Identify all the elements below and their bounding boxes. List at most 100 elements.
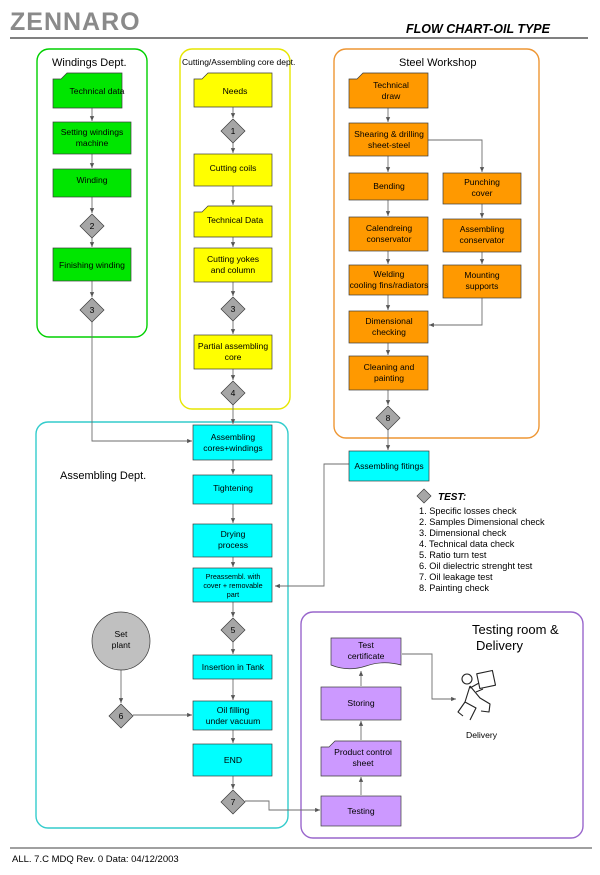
step-label: Testing bbox=[347, 806, 374, 816]
legend-item: 1. Specific losses check bbox=[419, 506, 517, 516]
step-label: painting bbox=[374, 373, 404, 383]
step-product-control-sheet bbox=[320, 740, 402, 777]
step-label: Cutting yokes bbox=[207, 254, 259, 264]
step-label: Drying bbox=[221, 529, 246, 539]
step-label: certificate bbox=[348, 651, 385, 661]
legend-item: 4. Technical data check bbox=[419, 539, 515, 549]
step-label: checking bbox=[372, 327, 406, 337]
step-technical-data-windings bbox=[52, 72, 123, 109]
check-4-label: 4 bbox=[231, 388, 236, 398]
step-label: Winding bbox=[76, 175, 107, 185]
step-label: Shearing & drilling bbox=[354, 129, 424, 139]
step-cutting-yokes-and-column bbox=[193, 247, 273, 283]
legend-item: 7. Oil leakage test bbox=[419, 572, 493, 582]
step-label: Calendreing bbox=[366, 223, 413, 233]
step-punching-cover bbox=[442, 172, 522, 205]
check-5-diamond bbox=[220, 617, 246, 643]
step-label: cover bbox=[471, 188, 492, 198]
step-partial-assembling-core bbox=[193, 334, 273, 370]
step-cutting-coils bbox=[193, 153, 273, 187]
step-dimensional-checking bbox=[348, 310, 429, 344]
flow-connectors bbox=[89, 107, 485, 813]
step-finishing-winding bbox=[52, 247, 132, 282]
check-7-label: 7 bbox=[231, 797, 236, 807]
step-tightening bbox=[192, 474, 273, 505]
step-shearing-drilling bbox=[348, 122, 429, 157]
legend-item: 6. Oil dielectric strenght test bbox=[419, 561, 533, 571]
step-label: END bbox=[224, 755, 242, 765]
cutting-dept-title: Cutting/Assembling core dept. bbox=[182, 57, 295, 67]
step-label: under vacuum bbox=[206, 716, 260, 726]
delivery-label: Delivery bbox=[466, 730, 498, 740]
step-label: Finishing winding bbox=[59, 260, 125, 270]
set-plant-node bbox=[91, 611, 151, 671]
step-label: Punching bbox=[464, 177, 500, 187]
check-1-label: 1 bbox=[231, 126, 236, 136]
step-label: Test bbox=[358, 640, 374, 650]
legend-item: 5. Ratio turn test bbox=[419, 550, 487, 560]
check-2-diamond bbox=[79, 213, 105, 239]
step-label: Technical data bbox=[70, 86, 125, 96]
step-mounting-supports bbox=[442, 264, 522, 299]
step-drying-process bbox=[192, 523, 273, 558]
step-label: Technical Data bbox=[207, 215, 264, 225]
check-8-label: 8 bbox=[386, 413, 391, 423]
step-label: sheet bbox=[352, 758, 374, 768]
step-label: Storing bbox=[347, 698, 374, 708]
step-technical-data-cutting bbox=[193, 205, 273, 238]
step-label: Needs bbox=[223, 86, 248, 96]
step-label: Assembling bbox=[460, 224, 505, 234]
steel-workshop-title: Steel Workshop bbox=[399, 57, 476, 69]
step-winding bbox=[52, 168, 132, 198]
step-label: Preassembl. with bbox=[206, 572, 261, 581]
steel-workshop-frame bbox=[333, 48, 540, 439]
testing-room-title-line2: Delivery bbox=[476, 638, 523, 653]
cutting-dept-frame bbox=[179, 48, 291, 410]
step-label: cooling fins/radiators bbox=[350, 280, 429, 290]
step-test-certificate bbox=[330, 637, 402, 670]
legend-check-diamond bbox=[416, 488, 432, 504]
step-oil-filling bbox=[192, 700, 273, 731]
delivery-person-icon bbox=[457, 669, 497, 721]
legend-item: 8. Painting check bbox=[419, 583, 489, 593]
step-label: and column bbox=[211, 265, 256, 275]
step-end bbox=[192, 743, 273, 777]
assembling-dept-title: Assembling Dept. bbox=[60, 470, 146, 482]
step-storing bbox=[320, 686, 402, 721]
step-label: Mounting bbox=[464, 270, 500, 280]
step-label: machine bbox=[76, 138, 109, 148]
check-4-diamond bbox=[220, 380, 246, 406]
step-label: Dimensional bbox=[365, 316, 412, 326]
check-2-label: 2 bbox=[90, 221, 95, 231]
check-8-diamond bbox=[375, 405, 401, 431]
step-label: cover + removable bbox=[203, 581, 262, 590]
assembling-dept-frame bbox=[35, 421, 289, 829]
step-label: Assembling fitings bbox=[354, 461, 423, 471]
step-label: Partial assembling bbox=[198, 341, 268, 351]
step-assembling-conservator bbox=[442, 218, 522, 253]
step-cleaning-and-painting bbox=[348, 355, 429, 391]
step-label: Assembling bbox=[211, 432, 256, 442]
step-insertion-in-tank bbox=[192, 654, 273, 680]
step-label: conservator bbox=[367, 234, 412, 244]
testing-room-title-line1: Testing room & bbox=[472, 622, 559, 637]
testing-room-frame bbox=[300, 611, 584, 839]
step-label: Welding bbox=[374, 269, 405, 279]
legend-title: TEST: bbox=[438, 492, 466, 503]
check-7-diamond bbox=[220, 789, 246, 815]
legend-item: 2. Samples Dimensional check bbox=[419, 517, 545, 527]
step-label: core bbox=[225, 352, 242, 362]
step-calendreing-conservator bbox=[348, 216, 429, 252]
step-preassembl-with-cover bbox=[192, 567, 273, 603]
step-label: Oil filling bbox=[217, 705, 250, 715]
legend-item: 3. Dimensional check bbox=[419, 528, 507, 538]
step-label: Cutting coils bbox=[210, 163, 257, 173]
set-plant-label: plant bbox=[112, 640, 131, 650]
document-title: FLOW CHART-OIL TYPE bbox=[406, 22, 551, 36]
company-logo: ZENNARO bbox=[10, 8, 141, 36]
step-label: Bending bbox=[373, 181, 405, 191]
check-3b-label: 3 bbox=[231, 304, 236, 314]
step-label: draw bbox=[382, 91, 401, 101]
step-label: sheet-steel bbox=[368, 140, 410, 150]
